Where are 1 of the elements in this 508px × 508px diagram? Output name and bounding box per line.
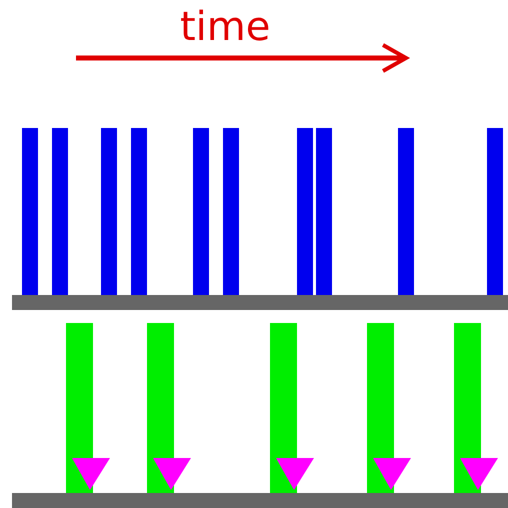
axis-label: time xyxy=(180,4,270,50)
